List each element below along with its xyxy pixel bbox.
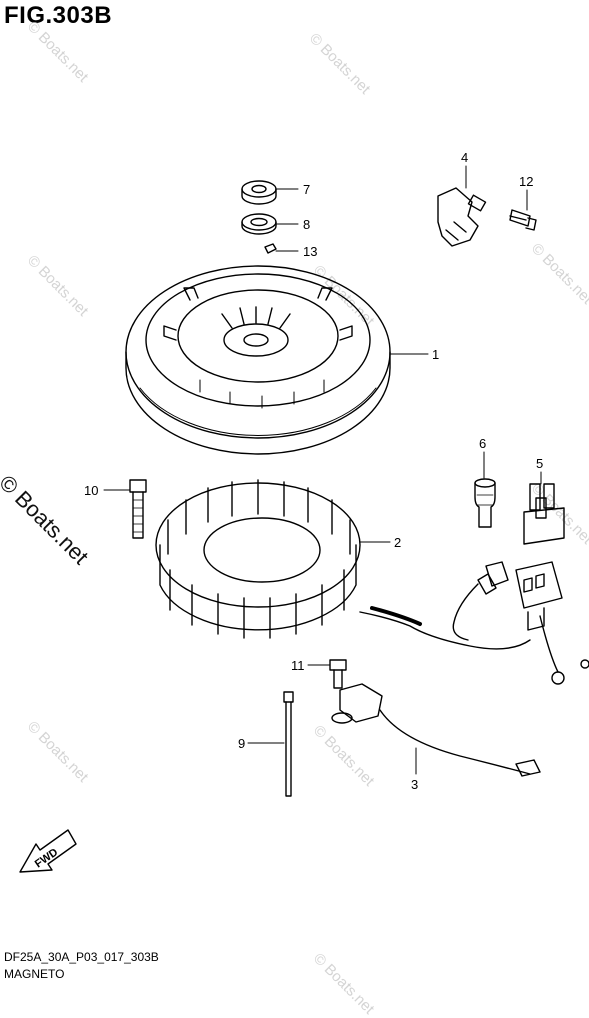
connector-icon [452, 561, 589, 685]
callout-part-11: 11 [291, 658, 305, 673]
callout-part-8: 8 [303, 217, 310, 232]
figure-name: MAGNETO [4, 967, 65, 981]
bolt-icon [329, 659, 347, 689]
figure-code: DF25A_30A_P03_017_303B [4, 950, 159, 964]
callout-part-1: 1 [432, 347, 439, 362]
nut-icon [241, 180, 277, 205]
callout-part-3: 3 [411, 777, 418, 792]
leader-lines [103, 165, 542, 775]
callout-part-13: 13 [303, 244, 317, 259]
figure-title: FIG.303B [4, 2, 113, 29]
callout-part-12: 12 [519, 174, 533, 189]
callout-part-5: 5 [536, 456, 543, 471]
callout-part-6: 6 [479, 436, 486, 451]
callout-part-7: 7 [303, 182, 310, 197]
callout-part-10: 10 [84, 483, 98, 498]
key-icon [264, 243, 277, 254]
boot-icon [474, 478, 496, 528]
callout-part-9: 9 [238, 736, 245, 751]
callout-part-4: 4 [461, 150, 468, 165]
stator-icon [155, 479, 361, 639]
sensor-icon [437, 187, 487, 247]
coupler-icon [523, 483, 565, 545]
washer-icon [241, 213, 277, 235]
bolt-icon [129, 479, 147, 539]
wire-harness [359, 611, 531, 650]
pickup-coil-icon [331, 683, 541, 777]
bolt-icon [509, 209, 537, 231]
callout-part-2: 2 [394, 535, 401, 550]
flywheel-icon [125, 265, 391, 455]
fwd-arrow-icon [19, 829, 77, 873]
cable-tie-icon [283, 691, 294, 797]
diagram-drawing: 7 8 13 1 4 12 10 2 6 5 11 9 3 FWD [19, 150, 589, 873]
